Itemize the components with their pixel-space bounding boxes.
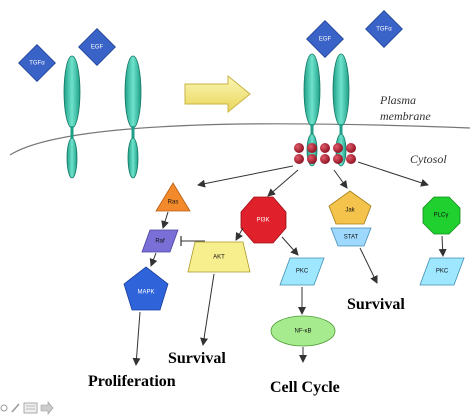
ligand-egf-right: EGF bbox=[306, 20, 344, 58]
arrow-to-jak bbox=[333, 169, 348, 189]
raf-node: Raf bbox=[141, 229, 179, 253]
arrow-to-ras bbox=[197, 165, 294, 188]
arrow-to-plcg bbox=[357, 161, 429, 187]
outcome-survival-right: Survival bbox=[347, 296, 405, 313]
ligand-tgfa-right: TGFα bbox=[365, 10, 403, 48]
pkc-right-node: PKC bbox=[419, 257, 465, 286]
arrow-stat-survival bbox=[359, 247, 378, 284]
left-receptor-2 bbox=[124, 55, 142, 179]
svg-text:TGFα: TGFα bbox=[376, 27, 392, 33]
outcome-survival-left: Survival bbox=[168, 350, 226, 367]
svg-text:EGF: EGF bbox=[91, 45, 104, 51]
right-receptor-dimer bbox=[303, 53, 350, 167]
svg-text:EGF: EGF bbox=[319, 37, 332, 43]
transition-arrow bbox=[184, 74, 251, 114]
svg-text:PKC: PKC bbox=[436, 269, 449, 275]
svg-text:Ras: Ras bbox=[168, 200, 179, 206]
phosphorylation-beads bbox=[294, 143, 356, 164]
zoom-icon[interactable] bbox=[0, 404, 8, 412]
arrow-mapk-proliferation bbox=[132, 311, 141, 366]
cytosol-label: Cytosol bbox=[410, 152, 447, 166]
pi3k-node: PI3K bbox=[240, 196, 287, 244]
nfkb-node: NF-κB bbox=[270, 315, 336, 347]
arrow-akt-survival bbox=[200, 273, 215, 346]
svg-text:PLCγ: PLCγ bbox=[434, 213, 449, 219]
svg-text:TGFα: TGFα bbox=[29, 61, 45, 67]
plcg-node: PLCγ bbox=[422, 196, 461, 235]
akt-node: AKT bbox=[187, 241, 251, 273]
arrow-to-pi3k bbox=[267, 169, 299, 197]
svg-text:PKC: PKC bbox=[296, 269, 309, 275]
svg-text:MAPK: MAPK bbox=[137, 290, 154, 296]
svg-text:Raf: Raf bbox=[155, 239, 165, 245]
notes-icon[interactable] bbox=[23, 402, 38, 414]
arrow-pi3k-akt bbox=[235, 227, 244, 241]
plasma-membrane-line bbox=[9, 123, 471, 156]
svg-text:PI3K: PI3K bbox=[256, 218, 269, 224]
svg-text:Jak: Jak bbox=[345, 208, 355, 214]
svg-text:STAT: STAT bbox=[344, 235, 359, 241]
pkc-mid-node: PKC bbox=[279, 257, 325, 286]
ligand-egf-left: EGF bbox=[78, 28, 116, 66]
pencil-icon[interactable] bbox=[11, 403, 20, 413]
svg-text:NF-κB: NF-κB bbox=[295, 329, 312, 335]
inhibition-akt-raf bbox=[180, 236, 205, 246]
outcome-cell-cycle: Cell Cycle bbox=[270, 379, 340, 396]
plasma-membrane-label-2: membrane bbox=[380, 109, 431, 123]
outcome-proliferation: Proliferation bbox=[88, 373, 176, 390]
svg-text:AKT: AKT bbox=[213, 255, 225, 261]
arrow-raf-mapk bbox=[149, 252, 158, 267]
forward-arrow-icon[interactable] bbox=[40, 401, 54, 415]
arrow-pi3k-pkc bbox=[281, 236, 299, 256]
bottom-toolbar bbox=[0, 401, 54, 415]
mapk-node: MAPK bbox=[123, 266, 169, 311]
arrow-ras-raf bbox=[161, 211, 169, 229]
ligand-tgfa-left: TGFα bbox=[18, 44, 56, 82]
left-receptor-1 bbox=[63, 55, 81, 179]
plasma-membrane-label-1: Plasma bbox=[379, 93, 416, 107]
arrow-plcg-pkc bbox=[438, 235, 447, 257]
stat-node: STAT bbox=[330, 227, 372, 247]
jak-node: Jak bbox=[328, 190, 372, 225]
ras-node: Ras bbox=[155, 182, 191, 212]
